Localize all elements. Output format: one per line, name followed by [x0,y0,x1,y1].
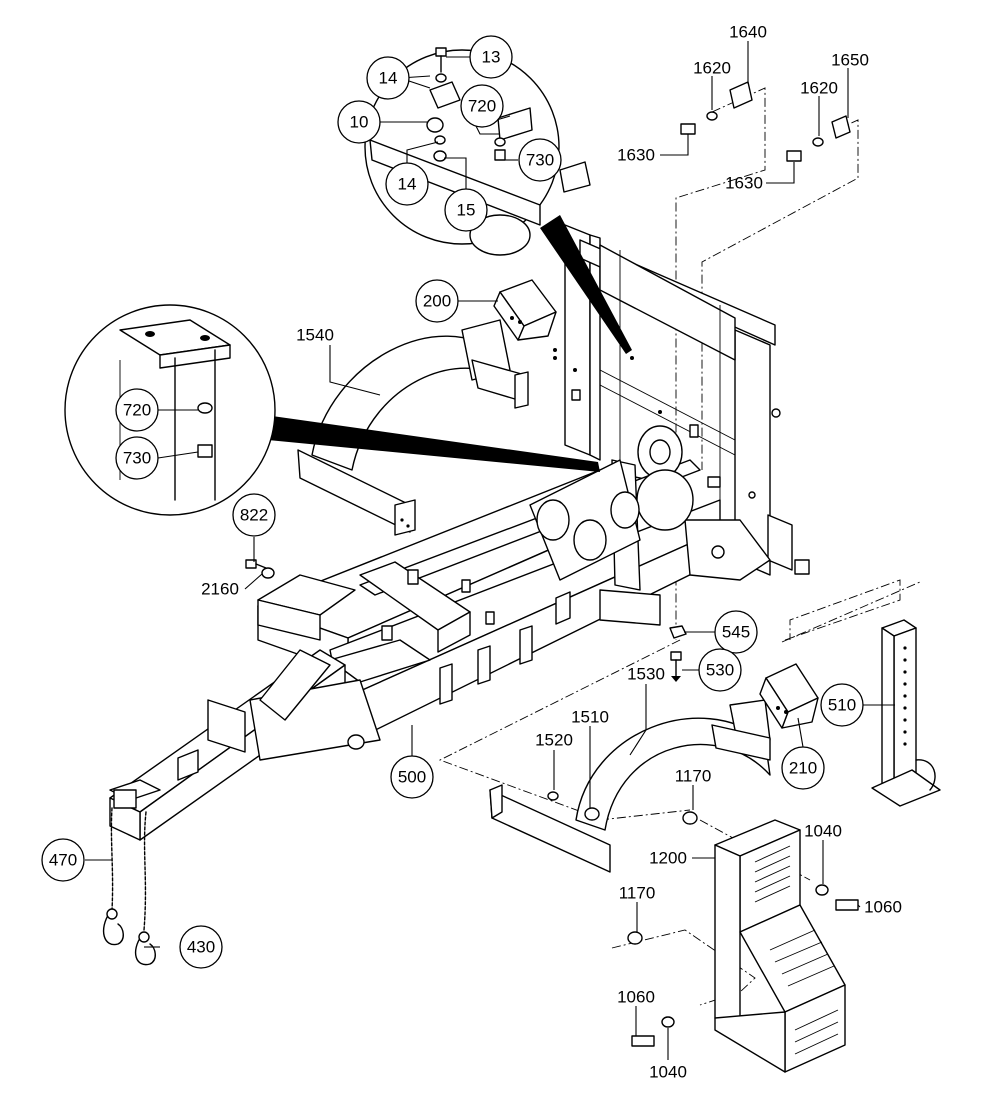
callout-545: 545 [714,610,758,654]
label-1540: 1540 [296,326,334,345]
cover-vents [754,845,839,1055]
svg-text:720: 720 [468,97,496,116]
label-1650: 1650 [831,51,869,70]
mast-frame [529,224,810,626]
svg-text:200: 200 [423,292,451,311]
callout-510: 510 [820,683,864,727]
leader-lines [85,41,895,1060]
svg-text:822: 822 [240,506,268,525]
label-1170-b: 1170 [619,884,656,903]
svg-text:14: 14 [379,69,398,88]
label-1630-a: 1630 [617,146,655,165]
cover-1200 [714,819,846,1073]
label-2160: 2160 [201,580,239,599]
label-1620-a: 1620 [693,59,731,78]
svg-text:730: 730 [123,449,151,468]
detail-view-top [364,47,632,354]
label-1510: 1510 [571,708,609,727]
svg-text:15: 15 [457,201,476,220]
callout-210: 210 [781,746,825,790]
svg-text:10: 10 [350,113,369,132]
hooks-430 [102,908,156,966]
callout-10: 10 [337,100,381,144]
jack-holes [903,646,907,746]
jack-stand-510 [871,619,941,807]
label-1620-b: 1620 [800,79,838,98]
svg-text:210: 210 [789,759,817,778]
light-210 [759,663,819,729]
callout-14-a: 14 [366,56,410,100]
callout-530: 530 [698,648,742,692]
fender-1540 [297,319,529,536]
label-1170-a: 1170 [675,767,712,786]
svg-text:720: 720 [123,401,151,420]
svg-text:530: 530 [706,661,734,680]
label-1040-b: 1040 [649,1063,687,1082]
label-1200: 1200 [649,849,687,868]
safety-chains-470 [110,807,147,931]
svg-text:14: 14 [398,175,417,194]
callout-730-b: 730 [115,436,159,480]
callout-200: 200 [415,279,459,323]
svg-text:510: 510 [828,696,856,715]
label-1640: 1640 [729,23,767,42]
label-1060-a: 1060 [864,898,902,917]
callout-15: 15 [444,188,488,232]
svg-text:470: 470 [49,851,77,870]
callout-500: 500 [390,755,434,799]
label-1630-b: 1630 [725,174,763,193]
callout-822: 822 [232,493,276,537]
light-200 [493,279,557,341]
svg-text:730: 730 [526,151,554,170]
label-1060-b: 1060 [617,988,655,1007]
callout-730-a: 730 [518,138,562,182]
label-1040-a: 1040 [804,822,842,841]
callout-13: 13 [469,35,513,79]
callout-14-b: 14 [385,162,429,206]
callout-470: 470 [41,838,85,882]
label-1520: 1520 [535,731,573,750]
label-1530: 1530 [627,665,665,684]
svg-text:545: 545 [722,623,750,642]
callout-720-b: 720 [115,388,159,432]
svg-text:430: 430 [187,938,215,957]
svg-text:13: 13 [482,48,501,67]
callout-720-a: 720 [460,84,504,128]
hardware [245,81,859,1047]
svg-text:500: 500 [398,768,426,787]
callout-430: 430 [179,925,223,969]
tongue-aframe [109,649,381,841]
fender-1530 [489,699,771,873]
